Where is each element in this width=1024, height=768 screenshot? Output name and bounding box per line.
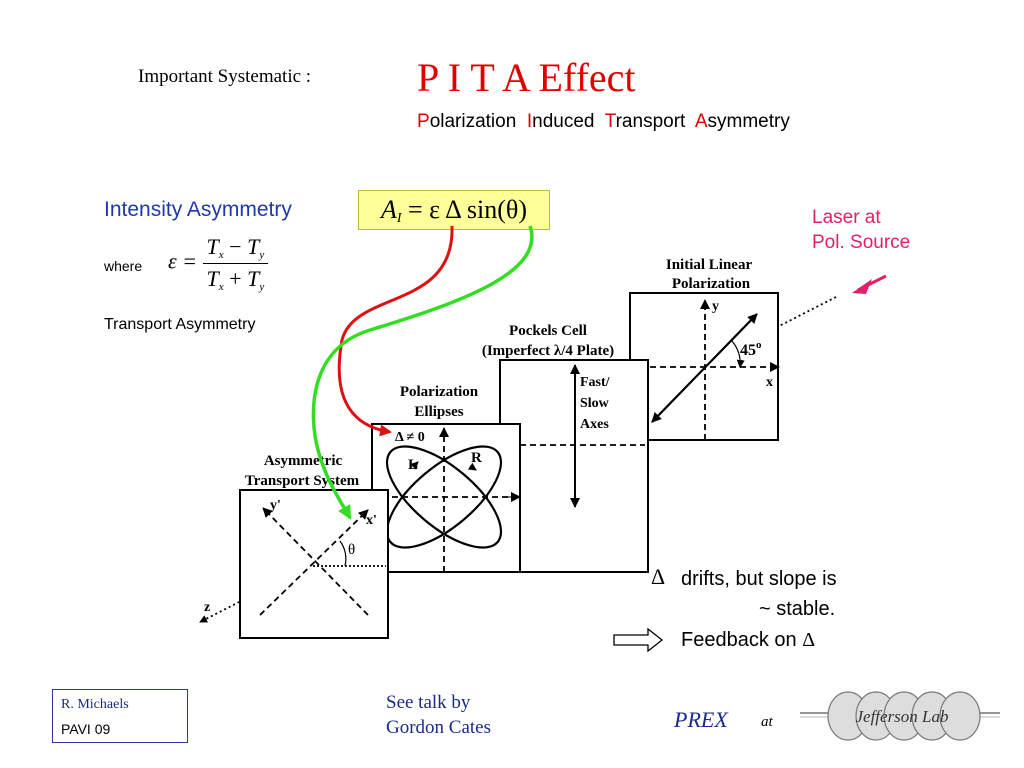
formula-a: A [380, 195, 397, 224]
initial-label-1: Initial Linear [666, 257, 753, 273]
slow-label: Slow [580, 396, 610, 411]
jefferson-lab-logo: Jefferson Lab [800, 691, 1000, 741]
where-label: where [104, 258, 143, 274]
angle-45-value: 45 [740, 342, 756, 359]
see-talk-line-1: See talk by [386, 692, 471, 713]
asymmetry-formula: AI = ε Δ sin(θ) [358, 190, 550, 230]
laser-label: Laser at Pol. Source [812, 205, 910, 255]
transport-x-prime-axis [259, 509, 369, 616]
axes-label: Axes [580, 417, 609, 432]
denominator-y: y [259, 281, 265, 293]
polarization-vector-down [651, 313, 758, 423]
initial-y-label: y [712, 299, 719, 314]
theta-arc [339, 540, 347, 567]
y-prime-label: y' [270, 498, 281, 513]
subtitle-initial-p: P [417, 111, 430, 132]
subtitle-word-3: ransport [615, 111, 686, 132]
event-name: PAVI 09 [61, 721, 111, 737]
feedback-text: Feedback on Δ [681, 629, 815, 652]
ellipses-label-1: Polarization [400, 384, 479, 400]
ellipses-label-2: Ellipses [414, 404, 463, 420]
ellipse-r-label: R [471, 450, 482, 466]
formula-sub-i: I [396, 211, 402, 226]
degree-symbol: o [756, 339, 762, 351]
stable-text: ~ stable. [759, 598, 836, 620]
epsilon-eq: ε = [168, 248, 198, 274]
pockels-cell-box [499, 359, 649, 573]
fraction-numerator: Tx − Ty [202, 234, 269, 264]
numerator-tx: T [206, 234, 219, 259]
feedback-arrow-icon [613, 627, 664, 653]
page-title: P I T A Effect [417, 55, 636, 100]
ellipse-right [385, 445, 503, 549]
initial-x-label: x [766, 375, 773, 390]
numerator-ty: T [247, 234, 260, 259]
page-subtitle: Polarization Induced Transport Asymmetry [417, 111, 790, 133]
epsilon-fraction: Tx − Ty Tx + Ty [202, 234, 269, 293]
delta-symbol: Δ [651, 564, 666, 589]
transport-asymmetry-label: Transport Asymmetry [104, 316, 256, 333]
subtitle-word-2: nduced [532, 111, 595, 132]
important-systematic-label: Important Systematic : [138, 66, 312, 87]
pockels-label-1: Pockels Cell [509, 323, 587, 339]
feedback-delta: Δ [802, 629, 816, 651]
initial-label-2: Polarization [672, 276, 751, 292]
author-name: R. Michaels [61, 697, 129, 712]
transport-label-1: Asymmetric [264, 453, 343, 469]
angle-45-label: 45o [740, 339, 762, 359]
subtitle-initial-a: A [694, 111, 708, 132]
green-arrow-theta [311, 225, 534, 520]
transport-label-2: Transport System [245, 473, 360, 489]
see-talk-link[interactable]: See talk by Gordon Cates [386, 690, 491, 740]
laser-line-2: Pol. Source [812, 232, 911, 253]
laser-line-1: Laser at [812, 207, 881, 228]
see-talk-line-2: Gordon Cates [386, 717, 492, 738]
transport-y-prime-axis [262, 507, 369, 616]
numerator-minus: − [229, 234, 242, 259]
theta-label: θ [348, 542, 355, 558]
feedback-label: Feedback on [681, 629, 797, 651]
intensity-asymmetry-label: Intensity Asymmetry [104, 198, 292, 221]
polarization-ellipses-box [371, 423, 521, 573]
subtitle-word-1: olarization [429, 111, 517, 132]
delta-ne-label: Δ ≠ 0 [395, 430, 425, 445]
subtitle-initial-t: T [604, 111, 616, 132]
fast-label: Fast/ [580, 375, 611, 390]
pockels-label-2: (Imperfect λ/4 Plate) [482, 343, 614, 359]
x-prime-label: x' [366, 513, 377, 528]
at-label: at [761, 714, 773, 730]
logo-text: Jefferson Lab [855, 707, 948, 726]
epsilon-formula: ε = Tx − Ty Tx + Ty [168, 234, 269, 293]
laser-arrow-head [852, 279, 872, 294]
numerator-x: x [218, 249, 224, 261]
z-axis-label: z [204, 600, 210, 615]
subtitle-word-4: symmetry [707, 111, 790, 132]
ellipse-l-label: L [408, 457, 418, 473]
credit-box: R. Michaels PAVI 09 [52, 689, 188, 743]
angle-45-arc [731, 340, 745, 368]
denominator-plus: + [229, 266, 242, 291]
drifts-text: drifts, but slope is [681, 568, 837, 590]
formula-rhs: = ε Δ sin(θ) [408, 195, 528, 224]
subtitle-initial-i: I [526, 111, 533, 132]
red-arrow-delta [337, 225, 454, 437]
denominator-tx: T [206, 266, 219, 291]
denominator-x: x [218, 281, 224, 293]
numerator-y: y [259, 249, 265, 261]
ellipse-left [385, 445, 503, 549]
denominator-ty: T [247, 266, 260, 291]
fraction-denominator: Tx + Ty [203, 264, 269, 293]
prex-label: PREX [674, 707, 728, 732]
